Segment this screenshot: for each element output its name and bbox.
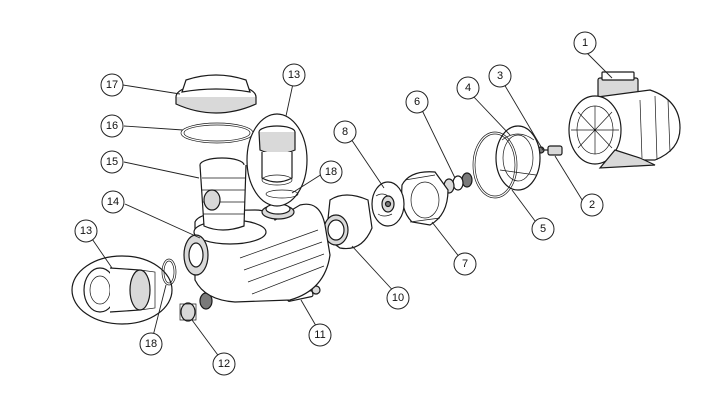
- union-fitting-right-part: [246, 113, 308, 207]
- lid-o-ring-part: [180, 122, 254, 144]
- drain-plug-part: [179, 292, 213, 322]
- callout-8: 8: [333, 120, 357, 144]
- callout-18-right: 18: [319, 160, 343, 184]
- callout-2: 2: [580, 193, 604, 217]
- svg-text:11: 11: [314, 329, 325, 341]
- o-ring-left-part: [161, 258, 177, 286]
- svg-text:6: 6: [414, 96, 420, 108]
- callout-6: 6: [405, 90, 429, 114]
- motor-part: [568, 71, 681, 169]
- seal-plate-part: [495, 125, 541, 191]
- callout-3: 3: [488, 64, 512, 88]
- o-ring-right-part: [265, 189, 299, 199]
- callout-18-left: 18: [139, 332, 163, 356]
- volute-part: [323, 194, 373, 250]
- callout-11: 11: [308, 323, 332, 347]
- callout-15: 15: [100, 150, 124, 174]
- diffuser-part: [401, 171, 449, 226]
- callout-4: 4: [456, 76, 480, 100]
- svg-text:5: 5: [540, 223, 546, 235]
- svg-text:15: 15: [106, 156, 118, 168]
- lid-part: [175, 74, 257, 114]
- svg-text:14: 14: [107, 196, 119, 208]
- callout-14: 14: [101, 190, 125, 214]
- svg-text:10: 10: [392, 292, 404, 304]
- callout-5: 5: [531, 217, 555, 241]
- svg-text:1: 1: [582, 37, 588, 49]
- svg-text:13: 13: [80, 225, 92, 237]
- callout-16: 16: [100, 114, 124, 138]
- union-fitting-left-part: [71, 255, 173, 325]
- callout-17: 17: [100, 73, 124, 97]
- svg-text:16: 16: [106, 120, 118, 132]
- svg-text:17: 17: [106, 79, 118, 91]
- svg-text:8: 8: [342, 126, 348, 138]
- svg-text:2: 2: [589, 199, 595, 211]
- callout-1: 1: [573, 31, 597, 55]
- impeller-part: [371, 181, 405, 227]
- svg-text:3: 3: [497, 70, 503, 82]
- large-o-ring-part: [472, 131, 518, 199]
- svg-text:18: 18: [145, 338, 157, 350]
- callout-13-right: 13: [282, 63, 306, 87]
- svg-text:18: 18: [325, 166, 337, 178]
- svg-text:4: 4: [465, 82, 471, 94]
- mechanical-seal-part: [443, 172, 473, 194]
- svg-text:13: 13: [288, 69, 300, 81]
- callout-10: 10: [386, 286, 410, 310]
- svg-text:7: 7: [462, 258, 468, 270]
- basket-part: [199, 157, 247, 231]
- callout-12: 12: [212, 352, 236, 376]
- callout-13-left: 13: [74, 219, 98, 243]
- leader-lines: [87, 50, 613, 363]
- svg-text:12: 12: [218, 358, 230, 370]
- callout-7: 7: [453, 252, 477, 276]
